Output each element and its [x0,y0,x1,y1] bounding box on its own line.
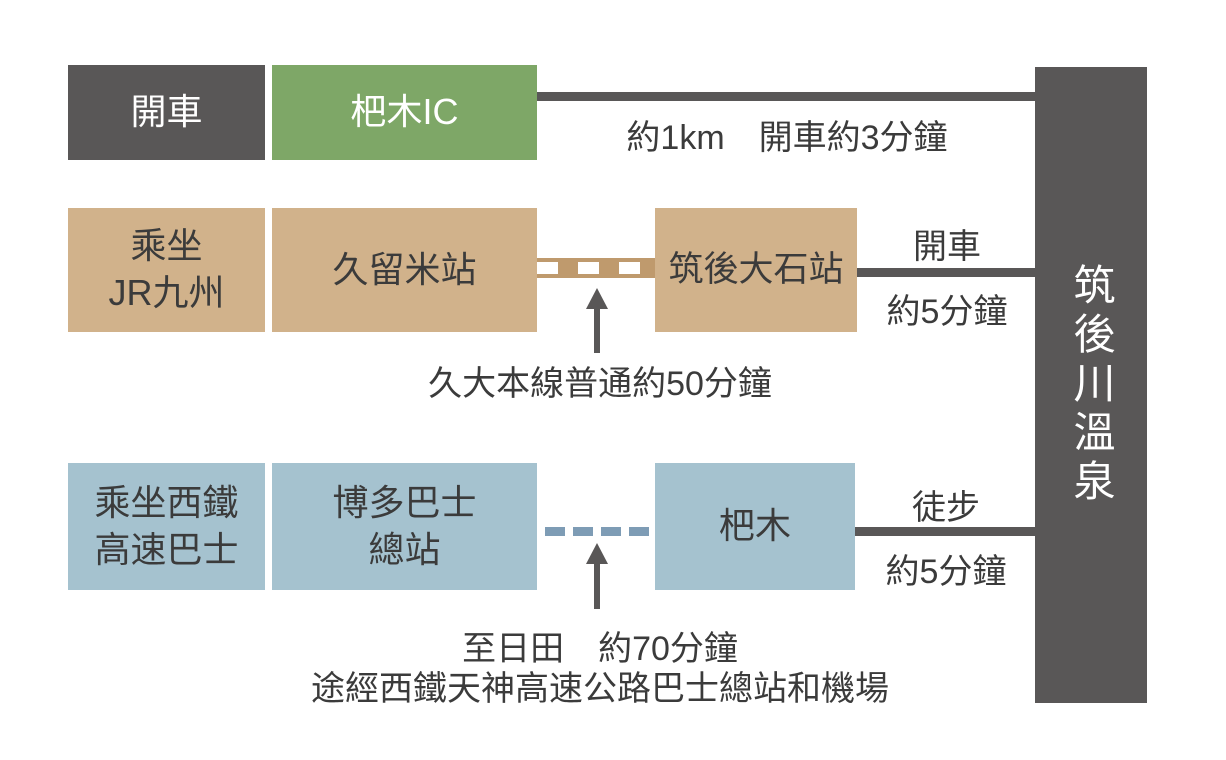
arrow-head [586,288,608,309]
bus-segment-note-line1: 至日田 約70分鐘 [462,630,738,668]
destination-bar: 筑後川溫泉 [1035,67,1147,703]
drive-route-note: 約1km 開車約3分鐘 [626,119,948,157]
stop-box-haki-ic: 杷木IC [272,65,537,160]
arrow-up-icon [586,543,608,609]
arrow-stem [594,309,600,353]
arrow-head [586,543,608,564]
arrow-stem [594,564,600,609]
rail-segment-note: 久大本線普通約50分鐘 [428,365,772,403]
stop-box-hakata-bus-terminal: 博多巴士 總站 [272,463,537,590]
mode-box-jr: 乘坐 JR九州 [68,208,265,332]
walk-time: 約5分鐘 [885,553,1007,591]
stop-box-chikugo-oishi-station: 筑後大石站 [655,208,857,332]
destination-label: 筑後川溫泉 [1068,262,1115,508]
railway-track-line [537,258,655,278]
jr-drive-time: 約5分鐘 [886,293,1008,331]
walk-label: 徒步 [912,489,980,527]
drive-route-line [537,92,1037,101]
jr-drive-label: 開車 [913,228,981,266]
jr-drive-line [857,268,1037,277]
stop-box-kurume-station: 久留米站 [272,208,537,332]
mode-box-bus: 乘坐西鐵 高速巴士 [68,463,265,590]
walk-line [855,527,1037,536]
stop-box-haki: 杷木 [655,463,855,590]
bus-segment-note-line2: 途經西鐵天神高速公路巴士總站和機場 [311,670,889,708]
mode-box-drive: 開車 [68,65,265,160]
arrow-up-icon [586,288,608,353]
bus-dashed-line [537,527,655,536]
